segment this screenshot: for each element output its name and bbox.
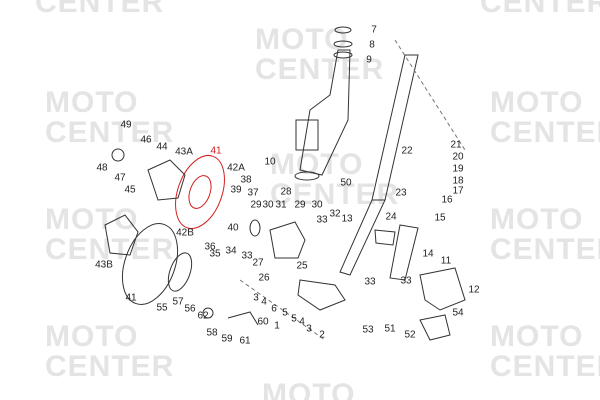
callout-label-30: 30: [311, 199, 323, 211]
callout-label-56: 56: [184, 303, 196, 315]
callout-label-55: 55: [156, 302, 168, 314]
callout-label-22: 22: [401, 145, 413, 157]
callout-label-49: 49: [120, 119, 132, 131]
callout-label-33: 33: [364, 276, 376, 288]
callout-label-44: 44: [156, 141, 168, 153]
callout-label-4: 4: [299, 316, 305, 328]
callout-label-59: 59: [221, 333, 233, 345]
callout-label-33: 33: [241, 250, 253, 262]
callout-label-7: 7: [371, 24, 377, 36]
callout-label-42A: 42A: [227, 162, 245, 174]
callout-label-6: 6: [271, 303, 277, 315]
brake-disc: [121, 223, 193, 305]
callout-label-19: 19: [452, 163, 464, 175]
callout-label-43B: 43B: [95, 259, 113, 271]
callout-label-39: 39: [230, 184, 242, 196]
callout-label-45: 45: [124, 184, 136, 196]
callout-label-31: 31: [275, 199, 287, 211]
callout-label-35: 35: [209, 248, 221, 260]
callout-label-42B: 42B: [176, 227, 194, 239]
callout-label-9: 9: [366, 54, 372, 66]
callout-label-30: 30: [262, 199, 274, 211]
callout-label-8: 8: [369, 39, 375, 51]
callout-label-62: 62: [197, 310, 209, 322]
callout-label-46: 46: [140, 134, 152, 146]
callout-label-17: 17: [452, 185, 464, 197]
callout-label-21: 21: [450, 139, 462, 151]
shock-absorber: [374, 224, 419, 281]
fork-leg: [339, 39, 466, 276]
callout-label-14: 14: [422, 248, 434, 260]
callout-label-2: 2: [319, 329, 325, 341]
callout-label-60: 60: [257, 316, 269, 328]
callout-label-54: 54: [452, 307, 464, 319]
swingarm-link: [202, 279, 346, 341]
callout-label-41: 41: [125, 292, 137, 304]
callout-label-10: 10: [264, 156, 276, 168]
callout-label-15: 15: [434, 212, 446, 224]
wheel-hubs: [104, 148, 186, 256]
callout-label-16: 16: [441, 194, 453, 206]
callout-label-57: 57: [172, 296, 184, 308]
callout-label-48: 48: [96, 162, 108, 174]
callout-label-47: 47: [114, 172, 126, 184]
callout-label-33: 33: [316, 214, 328, 226]
callout-label-34: 34: [225, 245, 237, 257]
callout-label-12: 12: [468, 284, 480, 296]
callout-label-25: 25: [296, 260, 308, 272]
callout-label-58: 58: [206, 327, 218, 339]
callout-label-41: 41: [210, 145, 222, 157]
callout-label-50: 50: [340, 177, 352, 189]
callout-label-29: 29: [294, 199, 306, 211]
callout-label-3: 3: [306, 323, 312, 335]
callout-label-32: 32: [329, 208, 341, 220]
callout-label-3: 3: [253, 292, 259, 304]
callout-label-26: 26: [258, 272, 270, 284]
callout-label-53: 53: [362, 324, 374, 336]
callout-label-52: 52: [404, 329, 416, 341]
callout-label-38: 38: [240, 174, 252, 186]
callout-label-20: 20: [452, 151, 464, 163]
callout-label-5: 5: [291, 313, 297, 325]
callout-label-13: 13: [341, 213, 353, 225]
callout-label-5: 5: [282, 307, 288, 319]
callout-label-61: 61: [239, 335, 251, 347]
brake-caliper: [249, 219, 306, 259]
callout-label-40: 40: [227, 222, 239, 234]
watermark: MOTO: [262, 378, 356, 400]
callout-label-28: 28: [280, 186, 292, 198]
callout-label-11: 11: [440, 255, 452, 267]
callout-label-29: 29: [250, 199, 262, 211]
callout-label-37: 37: [247, 187, 259, 199]
callout-label-24: 24: [385, 211, 397, 223]
callout-label-4: 4: [261, 296, 267, 308]
callout-label-18: 18: [452, 175, 464, 187]
callout-label-36: 36: [204, 241, 216, 253]
brake-disc-highlighted: [175, 155, 225, 229]
callout-label-33: 33: [400, 275, 412, 287]
callout-label-1: 1: [274, 320, 280, 332]
bracket: [419, 267, 466, 341]
watermark: CENTER: [480, 0, 600, 19]
watermark: CENTER: [35, 0, 165, 19]
steering-head: [294, 26, 353, 181]
callout-label-43A: 43A: [175, 146, 193, 158]
callout-label-23: 23: [395, 187, 407, 199]
callout-label-27: 27: [252, 257, 264, 269]
callout-label-51: 51: [384, 323, 396, 335]
